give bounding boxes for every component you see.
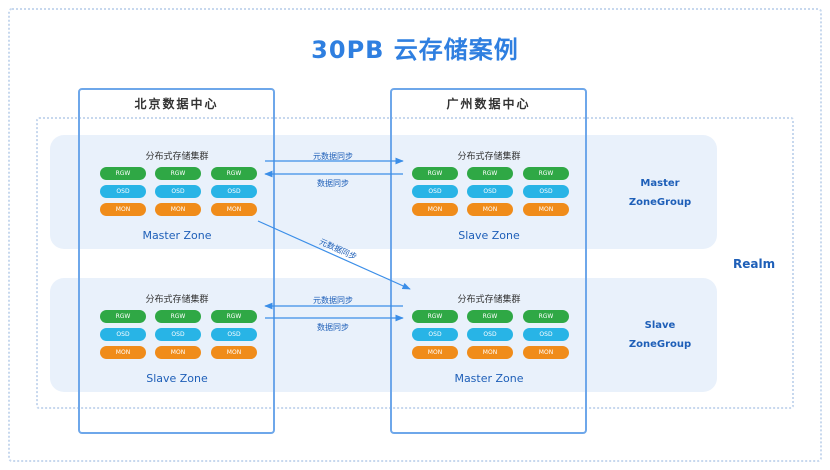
osd-node-pill: OSD <box>211 185 257 198</box>
node-grid: RGW RGW RGW OSD OSD OSD MON MON MON <box>95 167 259 221</box>
rgw-node-pill: RGW <box>155 310 201 323</box>
guangzhou-datacenter-frame <box>390 88 587 434</box>
osd-node-pill: OSD <box>155 185 201 198</box>
osd-node-pill: OSD <box>100 185 146 198</box>
cluster-label: 分布式存储集群 <box>457 295 521 305</box>
rgw-node-pill: RGW <box>523 310 569 323</box>
rgw-node-pill: RGW <box>412 167 458 180</box>
rgw-node-pill: RGW <box>412 310 458 323</box>
osd-node-pill: OSD <box>412 328 458 341</box>
zonegroup-label-line: Master <box>640 178 680 189</box>
rgw-node-pill: RGW <box>211 310 257 323</box>
mon-node-pill: MON <box>211 203 257 216</box>
osd-node-pill: OSD <box>467 328 513 341</box>
cluster-guangzhou-master: 分布式存储集群 RGW RGW RGW OSD OSD OSD MON MON MON Mast… <box>407 292 571 385</box>
mon-node-pill: MON <box>412 346 458 359</box>
zone-label: Master Zone <box>142 229 212 242</box>
rgw-node-pill: RGW <box>211 167 257 180</box>
cluster-beijing-master: 分布式存储集群 RGW RGW RGW OSD OSD OSD MON MON MON Mast… <box>95 149 259 242</box>
master-zonegroup-label: Master ZoneGroup <box>620 174 700 212</box>
outer-frame <box>8 8 822 462</box>
cluster-label: 分布式存储集群 <box>145 295 209 305</box>
guangzhou-datacenter-title: 广州数据中心 <box>446 97 531 111</box>
osd-node-pill: OSD <box>100 328 146 341</box>
data-sync-label-bottom: 数据同步 <box>317 323 349 332</box>
osd-node-pill: OSD <box>412 185 458 198</box>
mon-node-pill: MON <box>467 203 513 216</box>
beijing-datacenter-frame <box>78 88 275 434</box>
zone-label: Slave Zone <box>146 372 208 385</box>
mon-node-pill: MON <box>523 346 569 359</box>
cluster-guangzhou-slave: 分布式存储集群 RGW RGW RGW OSD OSD OSD MON MON MON Slav… <box>407 149 571 242</box>
realm-label: Realm <box>733 257 776 271</box>
zone-label: Slave Zone <box>458 229 520 242</box>
node-grid: RGW RGW RGW OSD OSD OSD MON MON MON <box>95 310 259 364</box>
mon-node-pill: MON <box>467 346 513 359</box>
cluster-label: 分布式存储集群 <box>145 152 209 162</box>
mon-node-pill: MON <box>211 346 257 359</box>
page-title: 30PB 云存储案例 <box>311 36 519 64</box>
beijing-datacenter-title: 北京数据中心 <box>134 97 219 111</box>
data-sync-label-top: 数据同步 <box>317 179 349 188</box>
metadata-sync-arrow-diagonal <box>257 220 411 290</box>
rgw-node-pill: RGW <box>523 167 569 180</box>
cluster-beijing-slave: 分布式存储集群 RGW RGW RGW OSD OSD OSD MON MON MON Slav… <box>95 292 259 385</box>
osd-node-pill: OSD <box>467 185 513 198</box>
mon-node-pill: MON <box>412 203 458 216</box>
zonegroup-label-line: ZoneGroup <box>628 197 692 208</box>
rgw-node-pill: RGW <box>467 167 513 180</box>
zonegroup-label-line: ZoneGroup <box>628 339 692 350</box>
rgw-node-pill: RGW <box>100 310 146 323</box>
metadata-sync-label-bottom: 元数据同步 <box>313 296 353 305</box>
mon-node-pill: MON <box>100 203 146 216</box>
mon-node-pill: MON <box>100 346 146 359</box>
rgw-node-pill: RGW <box>100 167 146 180</box>
node-grid: RGW RGW RGW OSD OSD OSD MON MON MON <box>407 310 571 364</box>
zonegroup-label-line: Slave <box>644 320 676 331</box>
mon-node-pill: MON <box>523 203 569 216</box>
zone-label: Master Zone <box>454 372 524 385</box>
node-grid: RGW RGW RGW OSD OSD OSD MON MON MON <box>407 167 571 221</box>
mon-node-pill: MON <box>155 346 201 359</box>
rgw-node-pill: RGW <box>467 310 513 323</box>
cluster-label: 分布式存储集群 <box>457 152 521 162</box>
rgw-node-pill: RGW <box>155 167 201 180</box>
slave-zonegroup-label: Slave ZoneGroup <box>620 316 700 354</box>
metadata-sync-label-top: 元数据同步 <box>313 152 353 161</box>
mon-node-pill: MON <box>155 203 201 216</box>
osd-node-pill: OSD <box>155 328 201 341</box>
realm-frame <box>36 117 794 409</box>
osd-node-pill: OSD <box>523 328 569 341</box>
osd-node-pill: OSD <box>211 328 257 341</box>
osd-node-pill: OSD <box>523 185 569 198</box>
